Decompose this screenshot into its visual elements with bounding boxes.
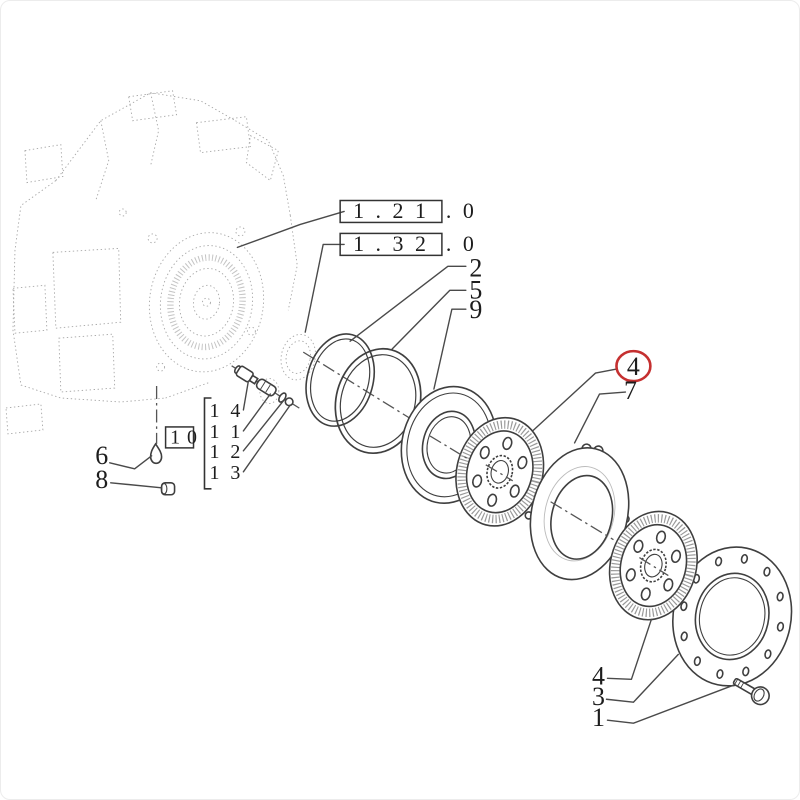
friction-disc-2-drawing: [608, 510, 698, 621]
leader-lines: [109, 210, 734, 724]
callout-8: 8: [95, 465, 108, 494]
callout-14: 1 4: [209, 400, 243, 422]
callout-6: 6: [95, 441, 108, 470]
plug-part-drawing: [149, 442, 163, 465]
assembly-box: 1 0: [164, 426, 200, 449]
housing-bore-drawing: [148, 232, 265, 373]
assembly-box-suffix: 0: [187, 426, 200, 448]
reference-code-2: 1 . 3 2: [353, 231, 429, 256]
callout-7: 7: [624, 376, 637, 405]
callout-11: 1 1: [209, 421, 243, 443]
callout-4-circled: 4: [627, 352, 640, 381]
callout-13: 1 3: [209, 462, 243, 484]
reference-box-1: 1 . 2 1 . 0: [339, 198, 477, 224]
o-ring-small-drawing: [305, 333, 375, 427]
callout-bottom-1: 1: [592, 703, 605, 732]
reference-code-1: 1 . 2 1: [353, 198, 429, 223]
callout-5: 5: [469, 275, 482, 304]
friction-disc-1-drawing: [455, 416, 545, 527]
callout-bottom-3: 3: [592, 682, 605, 711]
reference-suffix-2: . 0: [446, 231, 477, 256]
callout-9: 9: [469, 295, 482, 324]
bolt-drawing: [732, 677, 770, 706]
callout-2: 2: [469, 253, 482, 282]
cap-part-drawing: [160, 481, 176, 496]
red-highlight-circle: [615, 349, 652, 383]
housing-outline-drawing: [5, 90, 316, 435]
bracket: [203, 397, 212, 490]
centerline-overlays: [429, 435, 669, 577]
assembly-box-code: 1: [170, 426, 183, 448]
callout-12: 1 2: [209, 441, 243, 463]
reference-box-2: 1 . 3 2 . 0: [339, 231, 477, 257]
bleeder-parts-bracket-group: 1 4 1 1 1 2 1 3: [203, 397, 243, 490]
reference-suffix-1: . 0: [446, 198, 477, 223]
bleeder-valve-drawing: [231, 365, 300, 409]
callout-bottom-4: 4: [592, 661, 605, 690]
backing-plate-drawing: [672, 546, 793, 687]
